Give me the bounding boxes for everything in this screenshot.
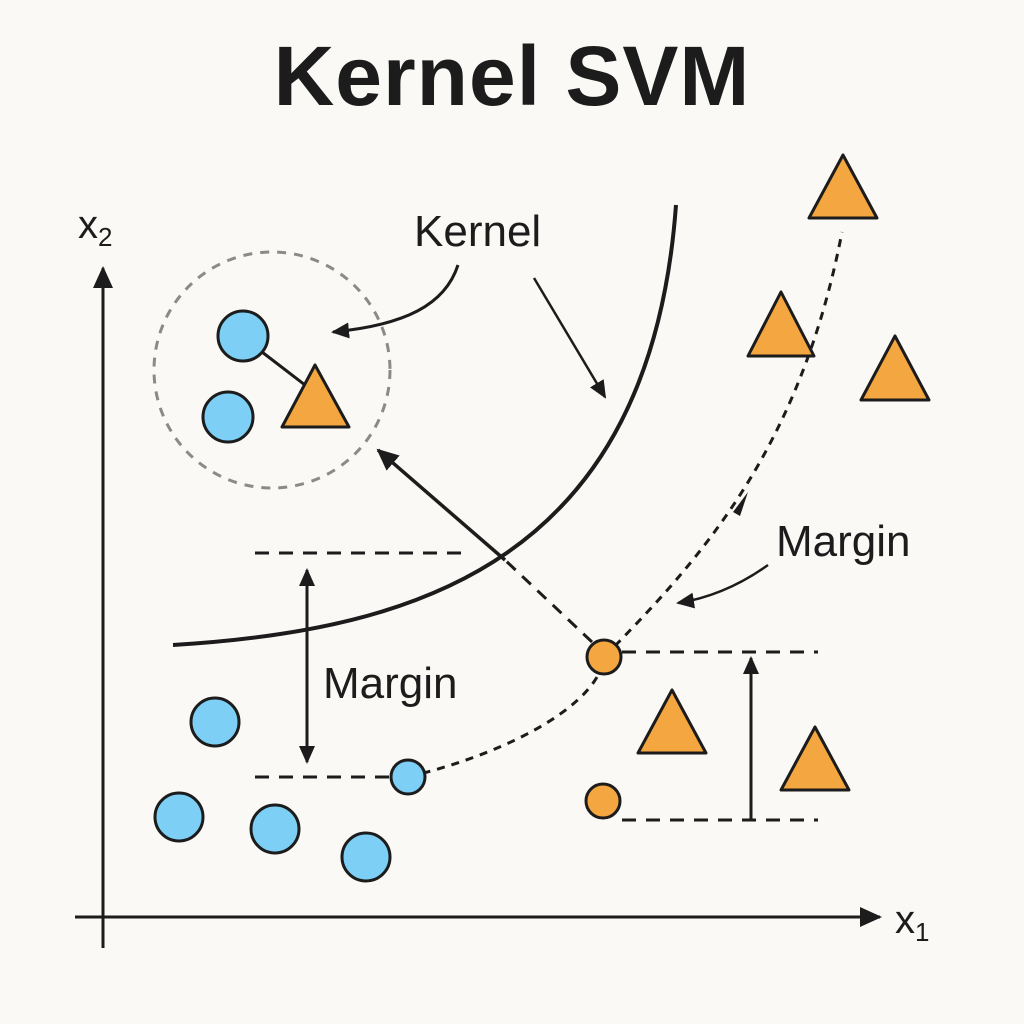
kernel-pointer-arrow bbox=[532, 277, 607, 399]
blue-point bbox=[153, 791, 205, 843]
blue-point bbox=[201, 390, 255, 444]
orange-triangle bbox=[779, 725, 851, 792]
blue-point bbox=[340, 831, 392, 883]
margin-curve-arrowhead bbox=[733, 492, 748, 516]
orange-support-vector bbox=[585, 638, 623, 676]
blue-point bbox=[216, 309, 270, 363]
margin-label-right: Margin bbox=[776, 517, 911, 566]
orange-triangle bbox=[859, 334, 931, 402]
x-axis-label: x1 bbox=[895, 900, 929, 945]
decision-boundary bbox=[172, 204, 678, 647]
mapping-dashed-line bbox=[503, 558, 594, 644]
diagram-title: Kernel SVM bbox=[273, 29, 751, 123]
margin-label-arrow bbox=[676, 563, 769, 609]
x-axis-label-subscript: 1 bbox=[915, 917, 930, 947]
y-axis-label-base: x bbox=[78, 203, 98, 247]
class-triangle-points bbox=[280, 153, 931, 820]
orange-point bbox=[584, 782, 622, 820]
margin-boundary-curve bbox=[407, 231, 844, 779]
orange-triangle bbox=[280, 363, 351, 429]
blue-support-vector bbox=[389, 758, 427, 796]
margin-guides bbox=[255, 551, 818, 822]
y-axis-label: x2 bbox=[78, 205, 112, 250]
kernel-curved-arrow bbox=[331, 264, 460, 339]
mapping-arrow bbox=[376, 448, 507, 562]
x-axis-label-base: x bbox=[895, 898, 915, 942]
orange-triangle bbox=[746, 290, 816, 358]
kernel-pair-connector bbox=[261, 350, 306, 387]
class-circle-points bbox=[153, 309, 427, 883]
blue-point bbox=[249, 803, 301, 855]
orange-triangle bbox=[807, 153, 879, 220]
kernel-label: Kernel bbox=[414, 207, 542, 256]
kernel-region-circle bbox=[152, 250, 392, 490]
blue-point bbox=[189, 696, 241, 748]
axes bbox=[75, 266, 882, 948]
margin-label-left: Margin bbox=[323, 659, 458, 708]
orange-triangle bbox=[636, 688, 708, 755]
y-axis-label-subscript: 2 bbox=[98, 222, 113, 252]
